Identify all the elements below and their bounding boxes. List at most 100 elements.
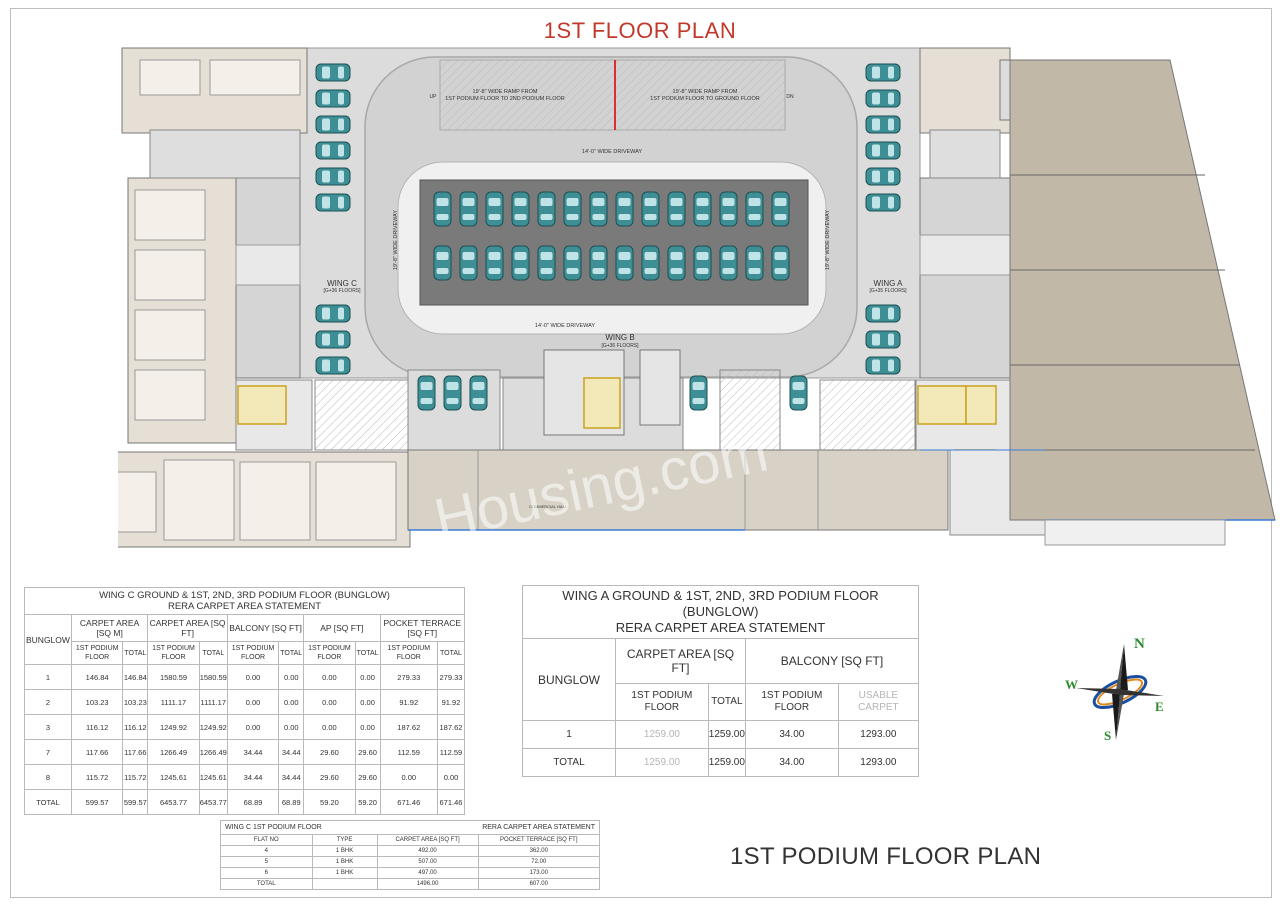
- table-cell: 173.00: [477, 867, 601, 879]
- table-cell: 0.00: [354, 664, 381, 690]
- ramp-label-1b: 1ST PODIUM FLOOR TO 2ND PODIUM FLOOR: [445, 96, 565, 102]
- parking-bottom-bays: [407, 369, 808, 451]
- table-cell: 34.44: [226, 764, 280, 790]
- table-cell: 0.00: [436, 764, 466, 790]
- wing-b-building: [314, 349, 916, 451]
- table-cell: 1580.59: [198, 664, 228, 690]
- table-cell: 1266.49: [147, 739, 200, 765]
- table-cell: 34.44: [226, 739, 280, 765]
- table-cell: 492.00: [376, 845, 479, 857]
- col-carpet-sqm: CARPET AREA [SQ M]: [70, 614, 149, 642]
- table-cell: 29.60: [354, 764, 381, 790]
- table-cell: 115.72: [122, 764, 149, 790]
- table-cell: 72.00: [477, 856, 601, 868]
- page-title: 1ST FLOOR PLAN: [543, 18, 737, 43]
- table-cell: 0.00: [226, 664, 280, 690]
- table-cell: 1259.00: [707, 720, 746, 749]
- table-cell: 4: [220, 845, 313, 857]
- table-cell: 671.46: [436, 789, 466, 815]
- podium-col-flat: FLAT NO: [220, 834, 313, 846]
- table-cell: 187.62: [436, 714, 466, 740]
- wing-c-table-subcaption: RERA CARPET AREA STATEMENT: [167, 601, 322, 612]
- table-cell: 1259.00: [615, 748, 709, 777]
- wing-c-carpet-area-table: WING C GROUND & 1ST, 2ND, 3RD PODIUM FLO…: [24, 587, 466, 815]
- table-cell: 8: [24, 764, 72, 790]
- col-balcony: BALCONY [SQ FT]: [744, 638, 920, 684]
- table-cell: 29.60: [303, 739, 356, 765]
- table-cell: 34.44: [278, 739, 305, 765]
- table-cell: 146.84: [122, 664, 149, 690]
- wing-a-table-caption: WING A GROUND & 1ST, 2ND, 3RD PODIUM FLO…: [562, 588, 879, 603]
- table-cell: TOTAL: [24, 789, 72, 815]
- driveway-left-label: 19'-8" WIDE DRIVEWAY: [393, 210, 399, 270]
- table-cell: 34.00: [744, 720, 839, 749]
- table-cell: 0.00: [278, 664, 305, 690]
- sub-total: TOTAL: [436, 641, 466, 665]
- table-cell: 146.84: [70, 664, 124, 690]
- table-cell: 0.00: [354, 714, 381, 740]
- table-cell: 0.00: [303, 689, 356, 715]
- sub-floor-balcony: 1ST PODIUM FLOOR: [744, 683, 839, 721]
- table-cell: 0.00: [379, 764, 438, 790]
- commercial-hall-label: COMMERCIAL HALL: [529, 504, 568, 509]
- wing-c-podium-table: WING C 1ST PODIUM FLOOR RERA CARPET AREA…: [220, 820, 601, 890]
- table-cell: 6: [220, 867, 313, 879]
- table-cell: 1111.17: [198, 689, 228, 715]
- wing-a-shops: [1009, 59, 1276, 546]
- table-cell: 3: [24, 714, 72, 740]
- col-ap: AP [SQ FT]: [303, 614, 381, 642]
- table-cell: 34.00: [744, 748, 839, 777]
- wing-c-table-caption: WING C GROUND & 1ST, 2ND, 3RD PODIUM FLO…: [99, 590, 390, 601]
- table-cell: 1111.17: [147, 689, 200, 715]
- podium-col-type: TYPE: [311, 834, 378, 846]
- compass-w: W: [1065, 677, 1078, 692]
- table-cell: 599.57: [122, 789, 149, 815]
- table-cell: 59.20: [354, 789, 381, 815]
- table-cell: 115.72: [70, 764, 124, 790]
- table-cell: 0.00: [303, 664, 356, 690]
- table-cell: 1259.00: [707, 748, 746, 777]
- ramp-label-2a: 19'-8" WIDE RAMP FROM: [673, 89, 738, 95]
- table-cell: 1245.61: [198, 764, 228, 790]
- table-cell: 2: [24, 689, 72, 715]
- table-cell: 279.33: [379, 664, 438, 690]
- table-cell: 29.60: [354, 739, 381, 765]
- table-cell: 1 BHK: [311, 867, 378, 879]
- wing-a-floors: [G+35 FLOORS]: [869, 288, 907, 294]
- col-carpet-sqft: CARPET AREA [SQ FT]: [615, 638, 746, 684]
- table-cell: 0.00: [303, 714, 356, 740]
- table-cell: 1293.00: [837, 748, 920, 777]
- ramp-dn-label: DN: [786, 94, 794, 100]
- sub-floor: 1ST PODIUM FLOOR: [226, 641, 280, 665]
- table-cell: 103.23: [70, 689, 124, 715]
- table-cell: 1259.00: [615, 720, 709, 749]
- table-cell: 1245.61: [147, 764, 200, 790]
- table-cell: 91.92: [436, 689, 466, 715]
- table-cell: 497.00: [376, 867, 479, 879]
- wing-b-label: WING B: [605, 333, 634, 342]
- table-cell: 5: [220, 856, 313, 868]
- table-cell: 59.20: [303, 789, 356, 815]
- floor-plan-drawing: 19'-8" WIDE RAMP FROM 1ST PODIUM FLOOR T…: [118, 47, 1276, 550]
- table-cell: 362.00: [477, 845, 601, 857]
- wing-c-building: [118, 47, 411, 548]
- central-parking: [419, 179, 809, 306]
- sub-total: TOTAL: [198, 641, 228, 665]
- table-cell: 1496.00: [376, 878, 479, 890]
- sub-total: TOTAL: [122, 641, 149, 665]
- page-frame: [10, 8, 1272, 898]
- driveway-top-label: 14'-0" WIDE DRIVEWAY: [582, 149, 642, 155]
- table-cell: 6453.77: [198, 789, 228, 815]
- sub-total: TOTAL: [278, 641, 305, 665]
- ramp-up-label: UP: [430, 94, 438, 100]
- table-cell: 1 BHK: [311, 845, 378, 857]
